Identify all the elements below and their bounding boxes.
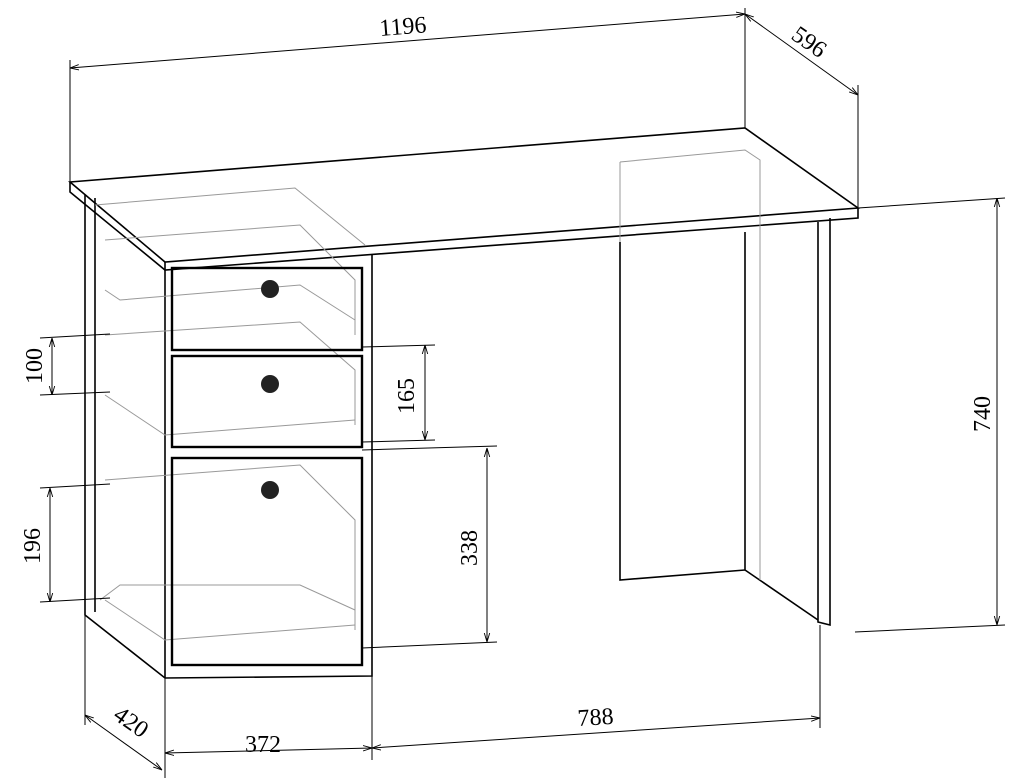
dimension-lines xyxy=(39,8,1006,778)
dim-drawer-inner-large: 196 xyxy=(20,528,46,564)
drawer-middle xyxy=(170,354,364,449)
dim-drawer-front: 165 xyxy=(394,378,420,414)
dim-drawer-inner-small: 100 xyxy=(22,348,48,384)
drawer-top xyxy=(170,266,364,352)
dim-pedestal-depth: 420 xyxy=(109,702,153,744)
dim-depth: 596 xyxy=(787,22,831,64)
dim-knee-space: 788 xyxy=(577,704,615,732)
dim-drawer-large-front: 338 xyxy=(457,530,483,566)
knob-icon xyxy=(261,481,279,499)
right-leg-panel xyxy=(619,149,831,627)
dim-pedestal-width: 372 xyxy=(245,732,281,758)
dim-height: 740 xyxy=(970,396,996,432)
drawer-bottom xyxy=(170,456,364,667)
drawer-pedestal xyxy=(84,187,373,679)
dim-width-total: 1196 xyxy=(378,12,427,42)
tabletop xyxy=(67,127,861,271)
knob-icon xyxy=(261,280,279,298)
knob-icon xyxy=(261,375,279,393)
